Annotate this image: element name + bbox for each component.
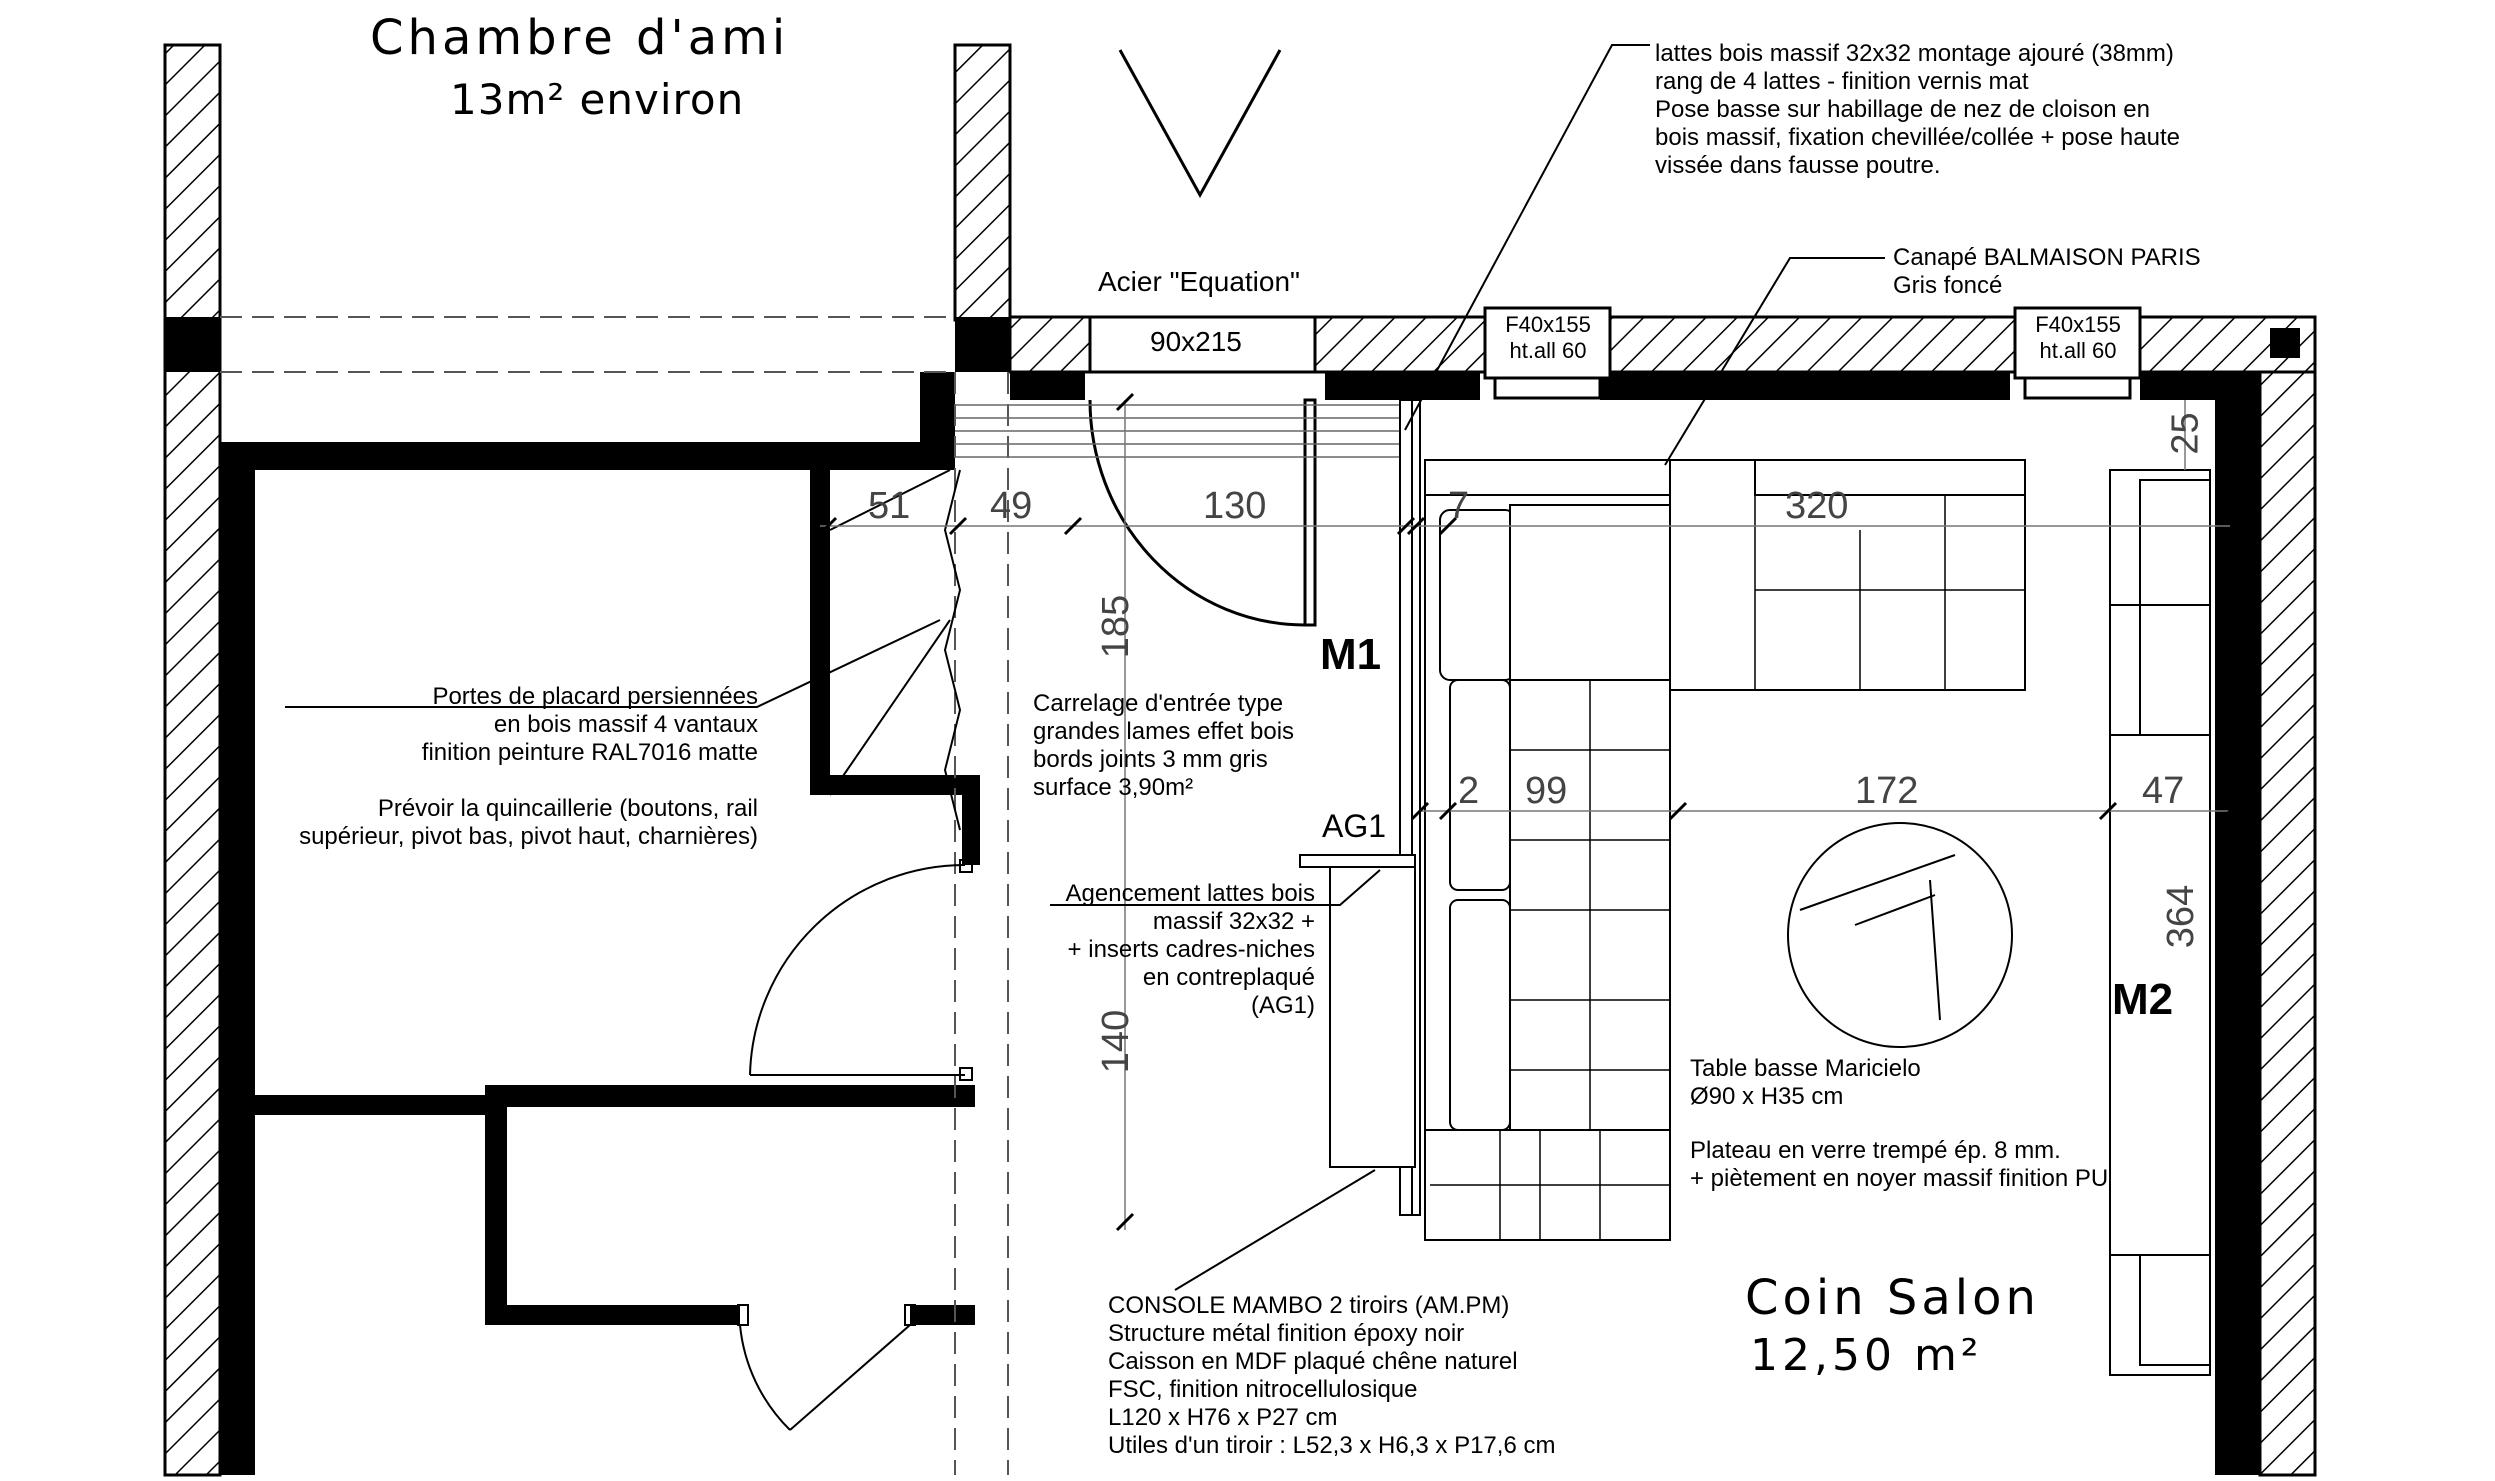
entrance-door xyxy=(1088,398,1317,627)
coffee-table xyxy=(1787,822,2013,1048)
note-lattes: lattes bois massif 32x32 montage ajouré … xyxy=(1655,40,2180,179)
room-name-salon: Coin Salon xyxy=(1745,1270,2040,1326)
sofa xyxy=(1424,459,2026,1241)
door-size-label: 90x215 xyxy=(1150,326,1242,357)
note-portes-placard: Portes de placard persiennées en bois ma… xyxy=(421,683,758,766)
dim-51: 51 xyxy=(868,485,911,527)
wall-top-segment-2 xyxy=(1313,315,1487,374)
note-agencement: Agencement lattes bois massif 32x32 + + … xyxy=(1065,880,1315,1019)
door-type-label: Acier "Equation" xyxy=(1098,266,1300,297)
mark-ag1: AG1 xyxy=(1322,808,1387,844)
dim-185: 185 xyxy=(1095,594,1138,659)
mark-m1: M1 xyxy=(1320,630,1382,679)
dimension-ticks xyxy=(818,392,2240,1232)
room-area-chambre: 13m² environ xyxy=(450,75,745,124)
wall-right-outer xyxy=(2258,370,2317,1477)
dim-25: 25 xyxy=(2164,412,2207,455)
dimension-lines xyxy=(820,400,2230,1230)
closet-doors xyxy=(829,469,962,831)
dim-130: 130 xyxy=(1203,485,1267,527)
dim-47: 47 xyxy=(2142,770,2185,812)
dim-172: 172 xyxy=(1855,770,1919,812)
note-plateau: Plateau en verre trempé ép. 8 mm. + pièt… xyxy=(1690,1137,2109,1192)
dashed-lines xyxy=(220,316,1009,1475)
note-table: Table basse Maricielo Ø90 x H35 cm xyxy=(1690,1055,1921,1110)
entrance-tiles xyxy=(955,404,1420,458)
window-2-label: F40x155 ht.all 60 xyxy=(2035,312,2121,363)
upper-door-triangle xyxy=(1118,49,1282,199)
dim-2: 2 xyxy=(1458,770,1480,812)
wood-slat-partition xyxy=(1299,399,1421,1216)
window-2-sill xyxy=(2023,376,2132,400)
mark-m2: M2 xyxy=(2112,975,2174,1024)
note-carrelage: Carrelage d'entrée type grandes lames ef… xyxy=(1033,690,1295,801)
window-2 xyxy=(2013,306,2142,380)
solid-walls xyxy=(165,317,2300,1475)
sofa-seams xyxy=(1430,495,2025,1240)
wall-left-outer xyxy=(163,43,222,1477)
window-1-label: F40x155 ht.all 60 xyxy=(1505,312,1591,363)
wall-mid-upper xyxy=(953,43,1012,322)
dim-7: 7 xyxy=(1448,485,1470,527)
hatched-walls xyxy=(163,43,2317,1477)
room-area-salon: 12,50 m² xyxy=(1750,1330,1983,1381)
leader-lines xyxy=(285,44,1885,1291)
entrance-door-frame xyxy=(1088,315,1317,374)
wall-top-segment-1 xyxy=(1008,315,1092,374)
dim-99: 99 xyxy=(1525,770,1568,812)
note-quincaillerie: Prévoir la quincaillerie (boutons, rail … xyxy=(299,795,758,850)
note-console: CONSOLE MAMBO 2 tiroirs (AM.PM) Structur… xyxy=(1108,1292,1556,1459)
dim-49: 49 xyxy=(990,485,1033,527)
side-door-swings xyxy=(737,859,973,1431)
note-canape: Canapé BALMAISON PARIS Gris foncé xyxy=(1893,244,2201,299)
wall-top-segment-3 xyxy=(1608,315,2017,374)
dim-364: 364 xyxy=(2160,884,2203,949)
dim-320: 320 xyxy=(1785,485,1849,527)
window-1 xyxy=(1483,306,1612,380)
shelving-m2 xyxy=(2109,469,2211,1376)
window-openings xyxy=(1088,306,2142,400)
window-1-sill xyxy=(1493,376,1602,400)
room-name-chambre: Chambre d'ami xyxy=(370,10,790,66)
